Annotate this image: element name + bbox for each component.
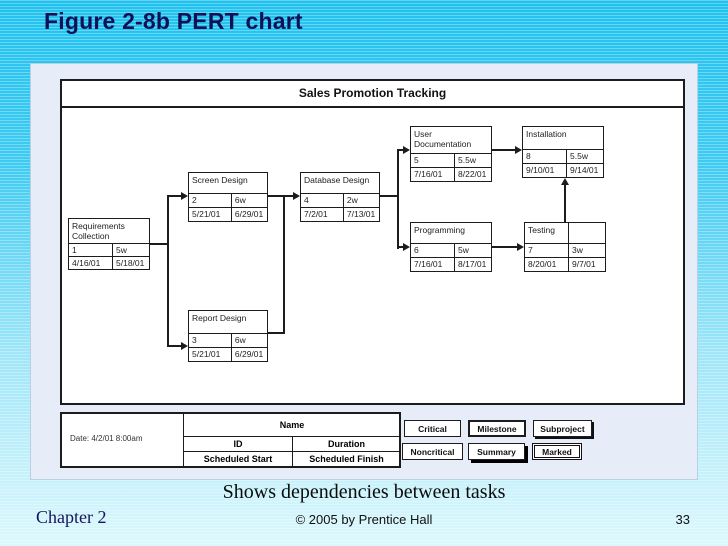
arrow-right-icon: [403, 146, 410, 154]
task-id: 6: [411, 244, 455, 257]
task-name: Requirements Collection: [69, 219, 149, 245]
task-start: 9/10/01: [523, 164, 567, 177]
legend-header-name: Name: [184, 414, 400, 437]
legend-header-duration: Duration: [292, 437, 400, 451]
footer-page-number: 33: [675, 512, 690, 527]
task-id: 2: [189, 194, 232, 207]
connector-line: [397, 149, 403, 151]
task-duration: 6w: [234, 335, 246, 345]
task-start: 7/16/01: [411, 258, 455, 271]
connector-line: [397, 149, 399, 249]
legend-key-marked: Marked: [532, 443, 582, 460]
connector-line: [380, 195, 399, 197]
task-duration: 3w: [572, 245, 583, 255]
task-finish: 9/14/01: [570, 165, 599, 175]
connector-line: [564, 185, 566, 222]
arrow-right-icon: [293, 192, 300, 200]
task-finish: 7/13/01: [346, 209, 376, 219]
task-name: Testing: [525, 223, 569, 243]
task-start: 4/16/01: [69, 257, 113, 270]
connector-line: [268, 195, 293, 197]
connector-line: [167, 195, 181, 197]
task-name: Screen Design: [189, 173, 267, 194]
task-duration: 5w: [458, 245, 469, 255]
task-name: Programming: [411, 223, 491, 244]
task-start: 7/2/01: [301, 208, 344, 221]
arrow-up-icon: [561, 178, 569, 185]
task-finish: 6/29/01: [234, 209, 264, 219]
task-name: Installation: [523, 127, 603, 150]
legend-table: Name ID Duration Scheduled Start Schedul…: [183, 414, 400, 466]
arrow-right-icon: [403, 243, 410, 251]
task-duration: 5.5w: [458, 155, 476, 165]
task-id: 7: [525, 244, 569, 257]
arrow-right-icon: [181, 192, 188, 200]
legend-header-id: ID: [233, 439, 243, 449]
slide-caption: Shows dependencies between tasks: [222, 481, 506, 503]
legend-key-noncritical: Noncritical: [402, 443, 463, 460]
task-id: 4: [301, 194, 344, 207]
task-finish: 8/22/01: [458, 169, 487, 179]
task-start: 5/21/01: [189, 348, 232, 361]
task-id: 3: [189, 334, 232, 347]
task-name: User Documentation: [411, 127, 491, 154]
task-duration: 2w: [346, 195, 358, 205]
arrow-right-icon: [517, 243, 524, 251]
task-finish: 6/29/01: [234, 349, 264, 359]
connector-line: [268, 332, 285, 334]
legend-key-milestone: Milestone: [468, 420, 526, 437]
arrow-right-icon: [181, 342, 188, 350]
task-duration: 6w: [234, 195, 246, 205]
task-duration: 5.5w: [570, 151, 588, 161]
connector-line: [492, 149, 515, 151]
pert-chart-title: Sales Promotion Tracking: [62, 81, 683, 108]
footer-copyright: © 2005 by Prentice Hall: [295, 512, 433, 527]
arrow-right-icon: [515, 146, 522, 154]
task-start: 8/20/01: [525, 258, 569, 271]
legend-key-summary: Summary: [468, 443, 525, 460]
connector-line: [167, 345, 181, 347]
task-finish: 5/18/01: [116, 258, 145, 269]
legend-box: Date: 4/2/01 8:00am Name ID Duration Sch…: [60, 412, 401, 468]
legend-key-subproject: Subproject: [533, 420, 592, 437]
connector-line: [492, 246, 517, 248]
connector-line: [167, 195, 169, 347]
task-start: 5/21/01: [189, 208, 232, 221]
task-name: Database Design: [301, 173, 379, 194]
connector-line: [283, 195, 285, 334]
task-id: 8: [523, 150, 567, 163]
task-finish: 8/17/01: [458, 259, 487, 269]
slide-title: Figure 2-8b PERT chart: [44, 8, 303, 34]
legend-header-finish: Scheduled Finish: [292, 452, 400, 466]
task-finish: 9/7/01: [572, 259, 596, 269]
legend-date: Date: 4/2/01 8:00am: [70, 434, 143, 443]
connector-line: [397, 246, 403, 248]
task-name: Report Design: [189, 311, 267, 334]
footer-chapter: Chapter 2: [36, 507, 107, 527]
legend-header-start: Scheduled Start: [203, 454, 273, 464]
legend-key-critical: Critical: [404, 420, 461, 437]
task-id: 1: [69, 244, 113, 257]
task-id: 5: [411, 154, 455, 167]
task-start: 7/16/01: [411, 168, 455, 181]
connector-line: [150, 243, 169, 245]
task-duration: 5w: [116, 245, 127, 256]
